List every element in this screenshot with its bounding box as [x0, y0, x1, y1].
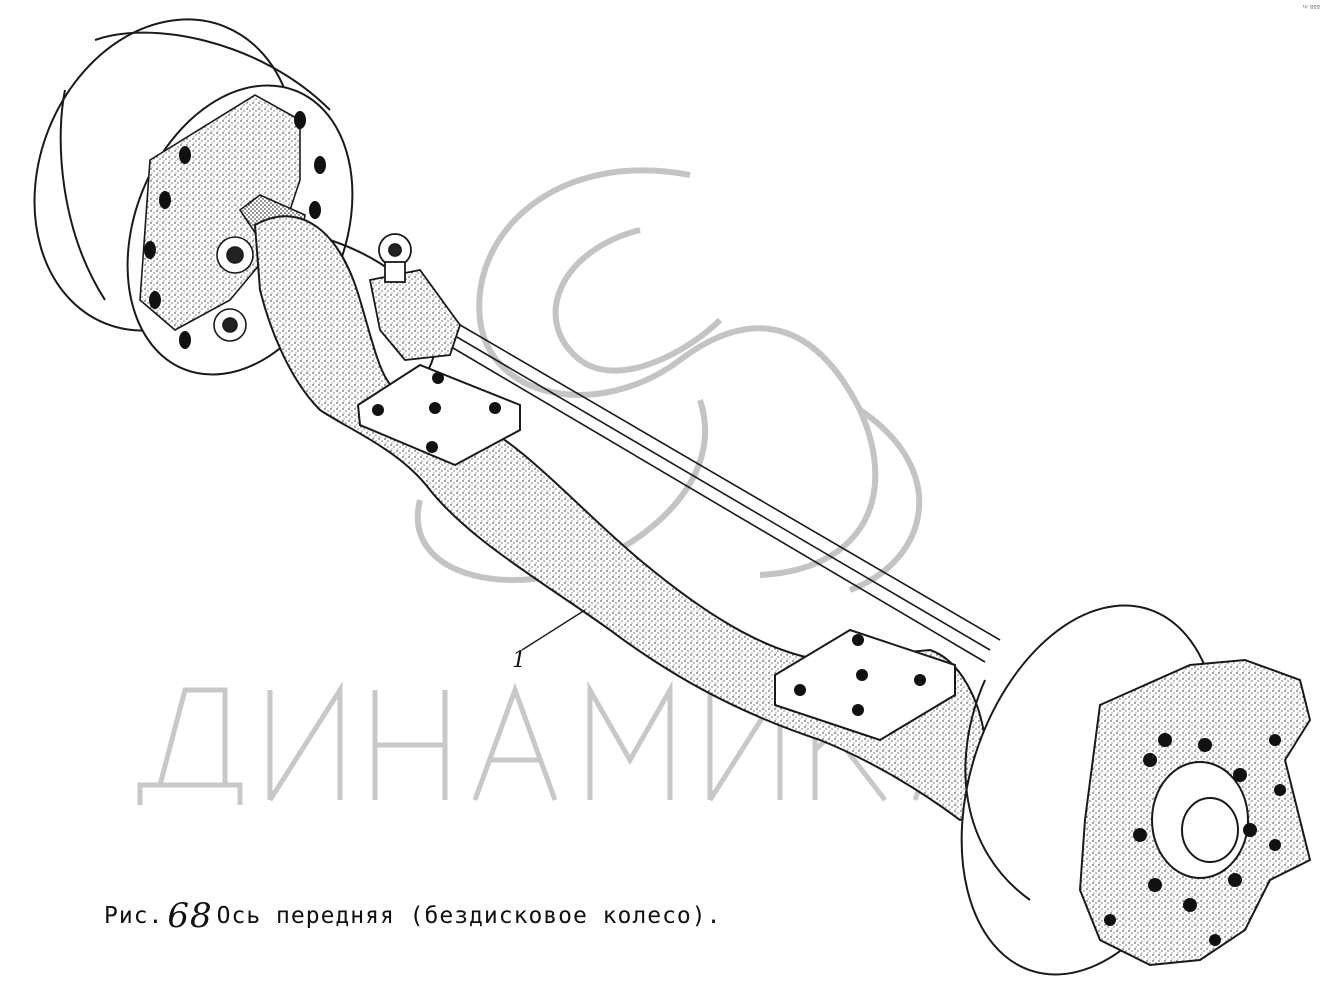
- steering-arm: [368, 233, 462, 361]
- right-spring-pad-bolts: [794, 634, 926, 716]
- left-spring-pad-bolts: [372, 372, 501, 453]
- right-hub-cap: [1151, 761, 1249, 879]
- figure-number: 68: [167, 896, 213, 936]
- left-drum-bolts: [144, 111, 326, 349]
- right-wheel-studs: [1104, 733, 1286, 946]
- corner-mark: ᵗᵖ ººº: [1302, 4, 1320, 12]
- callout-label-1: 1: [512, 648, 526, 673]
- callout-leader-line: [521, 609, 586, 651]
- right-spring-pad: [774, 628, 956, 742]
- tie-rod: [444, 321, 1001, 663]
- figure-prefix: Рис.: [104, 903, 164, 929]
- left-spring-pad: [356, 363, 521, 467]
- figure-title: Ось передняя (бездисковое колесо).: [216, 903, 722, 929]
